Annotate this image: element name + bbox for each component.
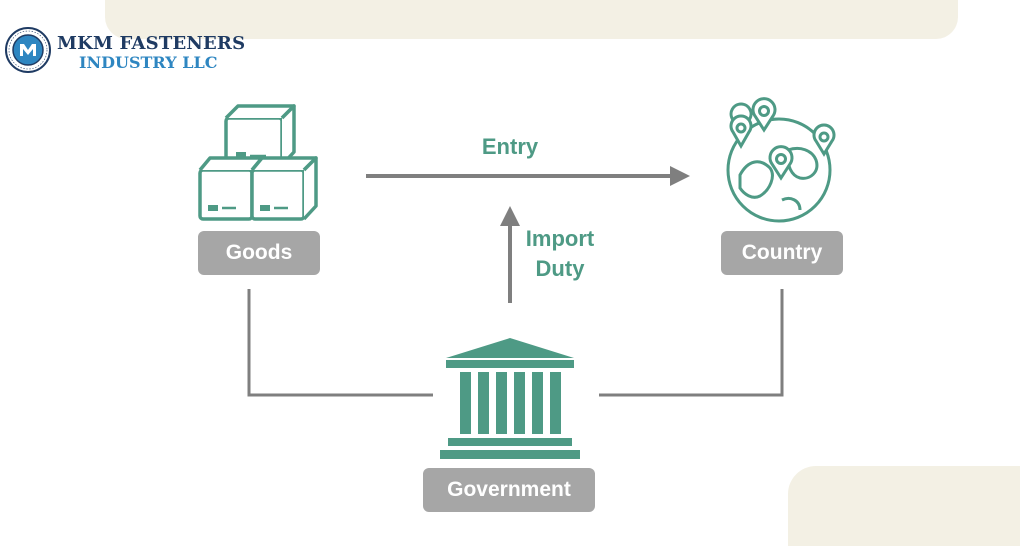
country-label: Country — [721, 231, 843, 275]
globe-pins-icon — [726, 97, 836, 223]
import-duty-label-line2: Duty — [535, 256, 585, 281]
import-duty-diagram — [198, 97, 836, 459]
import-duty-label: Import Duty — [510, 224, 610, 284]
government-building-icon — [440, 338, 580, 459]
goods-label: Goods — [198, 231, 320, 275]
decorative-banner-top — [105, 0, 958, 39]
company-name-line2: INDUSTRY LLC — [79, 53, 218, 72]
company-name-line1: MKM FASTENERS — [57, 33, 246, 54]
entry-label: Entry — [481, 134, 539, 159]
country-government-connector — [599, 289, 784, 397]
goods-government-connector — [247, 289, 433, 397]
government-label: Government — [423, 468, 595, 512]
boxes-icon — [198, 104, 318, 221]
company-seal-icon — [5, 27, 51, 73]
import-duty-label-line1: Import — [525, 226, 595, 251]
